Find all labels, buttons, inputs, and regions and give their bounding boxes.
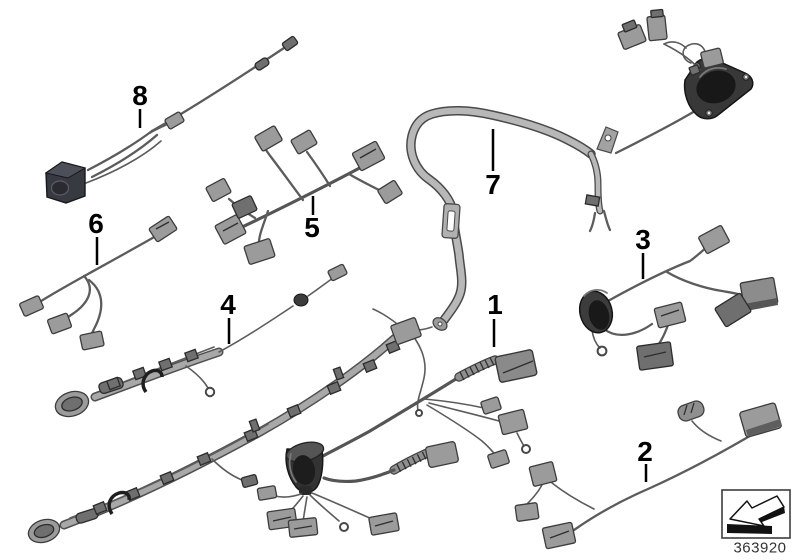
mounting-bracket xyxy=(596,126,619,154)
connector xyxy=(514,502,540,522)
callout-8[interactable]: 8 xyxy=(132,80,148,111)
connector xyxy=(636,341,674,371)
page-flip-arrow-icon xyxy=(727,495,785,534)
barrel-connector xyxy=(677,400,705,422)
harness-7-drawing xyxy=(372,8,754,345)
harness-1-drawing xyxy=(256,349,538,538)
connector xyxy=(243,238,276,265)
connector xyxy=(351,140,386,172)
connector xyxy=(290,129,318,155)
antenna-tip-connector xyxy=(281,35,299,52)
ring-terminal xyxy=(521,444,531,454)
connector-block xyxy=(739,276,779,311)
retainer-strap xyxy=(107,490,131,515)
retainer-strap xyxy=(141,368,164,394)
ring-terminal xyxy=(596,345,608,357)
callout-7[interactable]: 7 xyxy=(485,169,501,200)
connector-block xyxy=(739,402,782,438)
connector xyxy=(214,214,247,245)
harness-6-drawing xyxy=(19,215,178,351)
connector xyxy=(700,47,724,69)
connector xyxy=(19,295,44,317)
connector xyxy=(148,215,178,243)
connector xyxy=(497,408,529,436)
harness-3-drawing xyxy=(578,225,779,371)
connector xyxy=(79,330,105,351)
connector xyxy=(714,292,752,328)
mounting-strap xyxy=(441,203,461,239)
elbow-connector xyxy=(494,349,538,383)
connector xyxy=(256,485,278,501)
connector xyxy=(205,178,232,202)
rubber-bellows xyxy=(578,289,614,334)
callout-5[interactable]: 5 xyxy=(304,212,320,243)
callout-1[interactable]: 1 xyxy=(487,289,503,320)
part-number: 363920 xyxy=(733,539,787,557)
connector xyxy=(46,312,73,335)
inline-connector xyxy=(164,111,185,130)
ring-terminal xyxy=(339,522,349,532)
harness-8-drawing xyxy=(44,35,299,204)
corrugated-elbow xyxy=(389,448,432,475)
cable-sleeve xyxy=(254,57,270,71)
ring-terminal xyxy=(204,386,216,398)
connector xyxy=(528,461,558,487)
grommet-ball xyxy=(293,293,309,307)
connector xyxy=(377,180,403,204)
harness-4-drawing xyxy=(27,263,426,544)
callout-2[interactable]: 2 xyxy=(637,436,653,467)
cable-clip xyxy=(688,64,701,76)
grommet-boot xyxy=(285,441,325,495)
connector xyxy=(653,301,687,329)
connector xyxy=(541,521,577,550)
harness-2-drawing xyxy=(514,400,782,550)
connector xyxy=(240,474,259,488)
connector xyxy=(390,317,422,345)
harness-5-drawing xyxy=(205,125,403,265)
connector xyxy=(646,14,668,42)
callout-4[interactable]: 4 xyxy=(220,289,236,320)
connector xyxy=(487,449,510,469)
connector xyxy=(480,396,502,415)
connector xyxy=(231,195,258,219)
corrugated-elbow xyxy=(454,355,500,382)
connector xyxy=(254,125,283,152)
connector xyxy=(698,225,730,254)
footer-icon-box xyxy=(721,489,791,539)
callout-6[interactable]: 6 xyxy=(88,208,104,239)
control-module-box xyxy=(44,161,87,204)
elbow-connector xyxy=(425,441,459,468)
connector xyxy=(327,263,348,282)
callout-3[interactable]: 3 xyxy=(635,224,651,255)
callout-leader-lines xyxy=(95,109,648,482)
